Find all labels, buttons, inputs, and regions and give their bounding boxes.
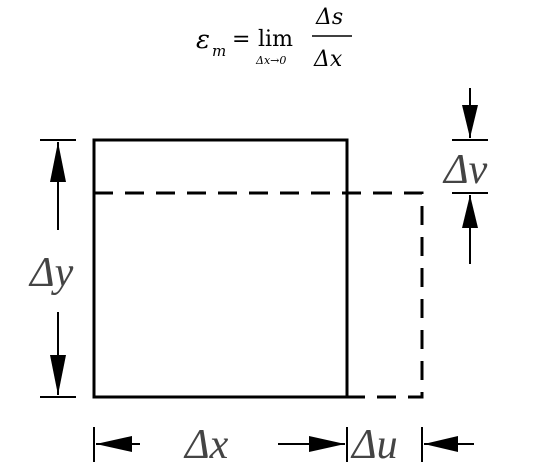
deformed-square-outline <box>94 191 424 399</box>
formula-limit-word: lim <box>258 27 293 52</box>
delta-v-dimension <box>452 88 488 264</box>
delta-u-dimension <box>421 427 474 462</box>
delta-y-up-arrowhead <box>50 142 66 182</box>
delta-x-label: Δx <box>183 422 229 468</box>
strain-formula: ε m = lim Δx→0 Δs Δx <box>196 5 352 72</box>
formula-equals: = <box>232 27 250 52</box>
formula-limit-condition: Δx→0 <box>255 54 286 67</box>
delta-y-label: Δy <box>28 250 74 296</box>
delta-x-left-arrowhead <box>96 436 132 452</box>
delta-y-down-arrowhead <box>50 355 66 395</box>
delta-x-dimension <box>93 427 348 462</box>
delta-v-label: Δv <box>442 147 488 193</box>
delta-u-label: Δu <box>350 422 398 468</box>
original-square <box>92 138 349 399</box>
delta-v-up-arrowhead <box>462 195 478 228</box>
delta-u-left-arrowhead <box>424 436 458 452</box>
formula-lhs-symbol: ε <box>196 25 210 55</box>
formula-numerator: Δs <box>315 5 343 30</box>
formula-denominator: Δx <box>313 47 343 72</box>
delta-y-dimension <box>40 139 76 398</box>
delta-v-down-arrowhead <box>462 105 478 138</box>
formula-lhs-subscript: m <box>212 42 226 60</box>
delta-x-right-arrowhead <box>309 436 345 452</box>
